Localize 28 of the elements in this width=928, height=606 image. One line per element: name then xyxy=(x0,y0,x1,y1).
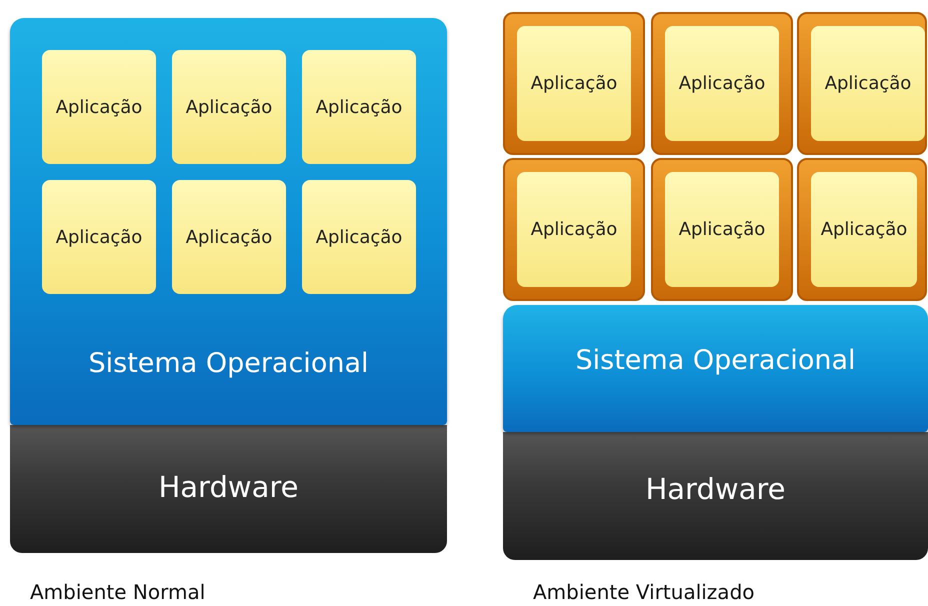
diagram-caption: Ambiente Virtualizado xyxy=(533,580,754,604)
layer-label: Sistema Operacional xyxy=(574,345,856,376)
layer-label: Sistema Operacional xyxy=(87,348,370,379)
hardware-layer xyxy=(10,425,447,553)
application-tile: Aplicação xyxy=(172,50,286,164)
virtual-machine-frame xyxy=(503,158,645,301)
application-tile: Aplicação xyxy=(811,172,917,287)
application-tile: Aplicação xyxy=(811,26,925,141)
application-tile: Aplicação xyxy=(302,50,416,164)
virtual-machine-frame xyxy=(797,12,927,155)
virtual-machine-frame xyxy=(651,158,793,301)
application-tile: Aplicação xyxy=(42,50,156,164)
layer-label: Hardware xyxy=(644,472,786,506)
application-tile: Aplicação xyxy=(665,26,779,141)
virtual-machine-frame xyxy=(797,158,927,301)
operating-system-layer xyxy=(10,18,447,425)
diagram-caption: Ambiente Normal xyxy=(30,580,206,604)
virtual-machine-frame xyxy=(651,12,793,155)
operating-system-layer xyxy=(503,305,928,432)
virtual-machine-frame xyxy=(503,12,645,155)
application-tile: Aplicação xyxy=(517,26,631,141)
application-tile: Aplicação xyxy=(302,180,416,294)
application-tile: Aplicação xyxy=(665,172,779,287)
application-tile: Aplicação xyxy=(42,180,156,294)
hardware-layer xyxy=(503,432,928,560)
layer-label: Hardware xyxy=(157,470,300,504)
application-tile: Aplicação xyxy=(172,180,286,294)
application-tile: Aplicação xyxy=(517,172,631,287)
